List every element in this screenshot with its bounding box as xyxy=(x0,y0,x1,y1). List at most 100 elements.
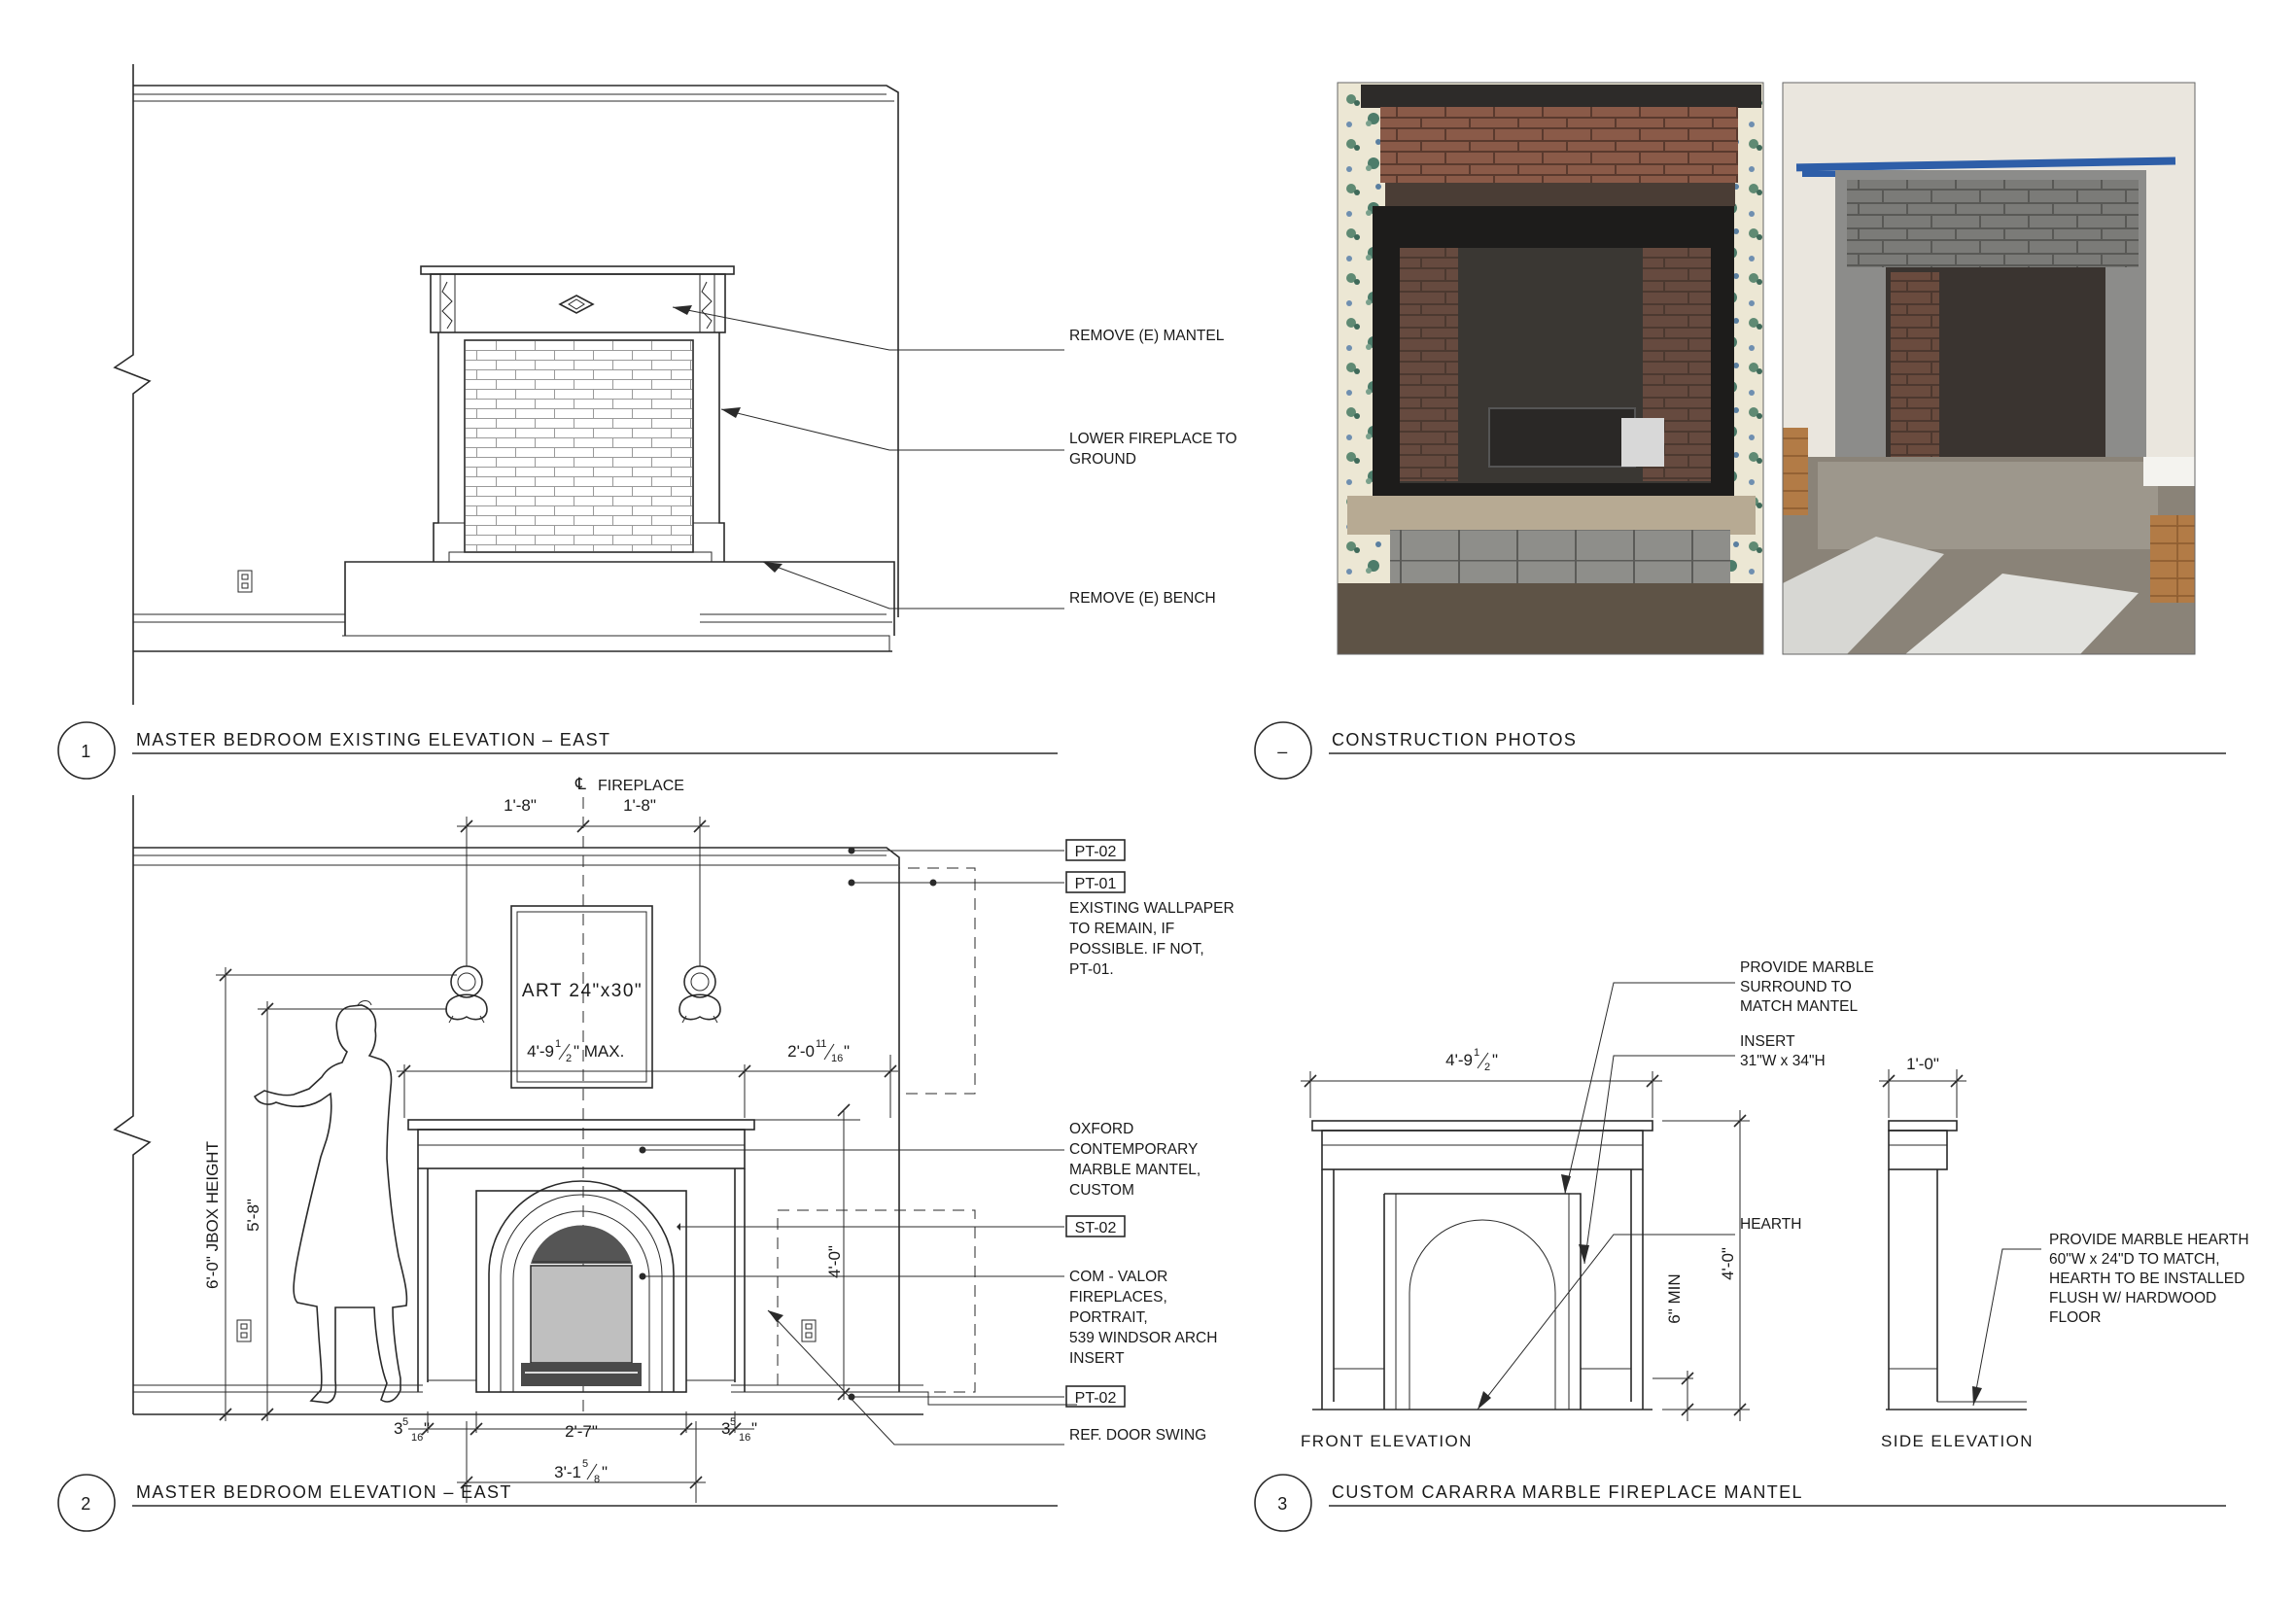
dim-left-reveal-a: 3 xyxy=(394,1419,402,1438)
note-door-swing: REF. DOOR SWING xyxy=(1069,1427,1206,1444)
finish-tag xyxy=(1065,1215,1126,1237)
dim-right-reveal-a: 3 xyxy=(721,1419,730,1438)
note-insert: 539 WINDSOR ARCH xyxy=(1069,1330,1217,1346)
drawing-title: MASTER BEDROOM ELEVATION – EAST xyxy=(136,1482,512,1502)
dim-art-max-a: 4'-9 xyxy=(527,1042,554,1061)
note-wallpaper: EXISTING WALLPAPER xyxy=(1069,900,1235,917)
outlet-right xyxy=(801,1319,817,1342)
drawing-title-photos: – CONSTRUCTION PHOTOS xyxy=(1254,721,2226,780)
drawing-number: 3 xyxy=(1277,1494,1288,1514)
dim-to-wall-b: " xyxy=(844,1042,850,1061)
dim-sconce-right-offset: 1'-8" xyxy=(623,796,656,815)
drawing-number-circle xyxy=(1254,1474,1312,1532)
note-surround: SURROUND TO xyxy=(1740,979,1852,995)
front-elevation-label: FRONT ELEVATION xyxy=(1301,1432,1473,1450)
drawing-title: MASTER BEDROOM EXISTING ELEVATION – EAST xyxy=(136,730,610,749)
dim-sconce-height: 5'-8" xyxy=(244,1199,262,1232)
dim-to-wall-a: 2'-0 xyxy=(787,1042,815,1061)
dim-mantel-height: 4'-0" xyxy=(825,1245,844,1278)
dim-to-wall-frac: 11 xyxy=(816,1038,826,1050)
note-hearth-spec: HEARTH TO BE INSTALLED xyxy=(2049,1271,2244,1287)
art-frame xyxy=(510,905,653,1089)
existing-elevation-drawing xyxy=(113,64,1064,705)
note-mantel: CONTEMPORARY xyxy=(1069,1141,1198,1158)
note-mantel: CUSTOM xyxy=(1069,1182,1134,1199)
note-insert: FIREPLACES, xyxy=(1069,1289,1167,1306)
note-hearth-spec: 60"W x 24"D TO MATCH, xyxy=(2049,1251,2220,1268)
wall-sconce-right xyxy=(678,965,721,1024)
note-hearth-spec: FLUSH W/ HARDWOOD xyxy=(2049,1290,2216,1306)
dim-hearth-min: 6" MIN xyxy=(1665,1273,1684,1323)
proposed-elevation-drawing: ℄ FIREPLACE xyxy=(113,775,1077,1503)
note-insert: COM - VALOR xyxy=(1069,1269,1167,1285)
custom-mantel-dimensions: 4'-9 1 2 " 1'-0" xyxy=(1445,1047,1939,1073)
dim-opening-width: 2'-7" xyxy=(565,1422,598,1441)
art-size-label: ART 24"x30" xyxy=(522,981,643,1001)
finish-tag xyxy=(1065,1385,1126,1408)
construction-photo-1 xyxy=(1337,82,1764,655)
mantel-shelf xyxy=(407,1119,755,1131)
note-insert: PORTRAIT, xyxy=(1069,1309,1148,1326)
note-insert: INSERT xyxy=(1069,1350,1125,1367)
dim-to-wall-frac: 16 xyxy=(831,1053,843,1064)
drawing-title: CONSTRUCTION PHOTOS xyxy=(1332,730,1577,749)
drawing-number-circle xyxy=(57,721,116,780)
human-figure xyxy=(253,1004,408,1404)
dim-jbox-height: 6'-0" JBOX HEIGHT xyxy=(203,1141,222,1289)
finish-tag-label: PT-01 xyxy=(1075,876,1117,892)
finish-tag-label: PT-02 xyxy=(1075,844,1117,860)
note-insert-size: 31"W x 34"H xyxy=(1740,1053,1826,1069)
dim-right-reveal-b: " xyxy=(751,1419,757,1438)
dim-art-max-frac: 2 xyxy=(566,1053,572,1064)
note-hearth-spec: FLOOR xyxy=(2049,1309,2101,1326)
dim-art-max-b: " MAX. xyxy=(574,1042,624,1061)
dim-mantel-depth: 1'-0" xyxy=(1906,1055,1939,1073)
mantel-front-elevation: 4'-0" 6" MIN xyxy=(1301,982,1750,1421)
finish-tag xyxy=(1065,839,1126,861)
dim-mantel-width-b: " xyxy=(1492,1051,1498,1069)
drawing-number-circle xyxy=(1254,721,1312,780)
dim-mantel-width-frac: 1 xyxy=(1474,1047,1479,1059)
mantel-side-elevation xyxy=(1879,1069,2041,1410)
drawing-title-3: 3 CUSTOM CARARRA MARBLE FIREPLACE MANTEL xyxy=(1254,1474,2226,1532)
dim-overall-a: 3'-1 xyxy=(554,1463,581,1481)
dim-overall-b: " xyxy=(602,1463,608,1481)
finish-tag xyxy=(1065,871,1126,893)
custom-mantel-notes: PROVIDE MARBLE SURROUND TO MATCH MANTEL … xyxy=(1301,959,2249,1450)
drawing-title-2: 2 MASTER BEDROOM ELEVATION – EAST xyxy=(57,1474,1058,1532)
drawing-number: 2 xyxy=(81,1494,91,1514)
fireplace-insert xyxy=(488,1180,675,1392)
centerline-label: FIREPLACE xyxy=(598,778,684,794)
proposed-elevation-dimensions: 1'-8" 1'-8" ART 24"x30" 4'-9 1 2 " MAX. … xyxy=(394,796,850,1485)
dim-overall-frac: 5 xyxy=(582,1458,588,1470)
centerline-symbol: ℄ xyxy=(574,775,586,793)
note-surround: PROVIDE MARBLE xyxy=(1740,959,1874,976)
outlet-left xyxy=(236,1319,252,1342)
drawing-number: 1 xyxy=(81,742,91,761)
note-lower-fireplace: LOWER FIREPLACE TO xyxy=(1069,431,1237,447)
drawing-title: CUSTOM CARARRA MARBLE FIREPLACE MANTEL xyxy=(1332,1482,1803,1502)
note-surround: MATCH MANTEL xyxy=(1740,998,1859,1015)
dim-left-reveal-frac: 16 xyxy=(411,1432,423,1444)
dim-right-reveal-frac: 5 xyxy=(730,1416,736,1428)
note-remove-mantel: REMOVE (E) MANTEL xyxy=(1069,328,1225,344)
dim-mantel-width-frac: 2 xyxy=(1484,1062,1490,1073)
note-lower-fireplace: GROUND xyxy=(1069,451,1136,468)
note-hearth: HEARTH xyxy=(1740,1216,1801,1233)
drawing-title-1: 1 MASTER BEDROOM EXISTING ELEVATION – EA… xyxy=(57,721,1058,780)
proposed-elevation-notes: EXISTING WALLPAPER TO REMAIN, IF POSSIBL… xyxy=(1069,900,1235,1444)
dim-overall-frac: 8 xyxy=(594,1474,600,1485)
construction-photo-2 xyxy=(1782,82,2196,655)
note-remove-bench: REMOVE (E) BENCH xyxy=(1069,590,1216,607)
dim-left-reveal-b: " xyxy=(424,1419,430,1438)
note-mantel: OXFORD xyxy=(1069,1121,1133,1137)
note-wallpaper: POSSIBLE. IF NOT, xyxy=(1069,941,1204,958)
finish-tags: PT-02 PT-01 ST-02 PT-02 xyxy=(1065,839,1126,1408)
dim-art-max-frac: 1 xyxy=(555,1038,561,1050)
finish-tag-label: ST-02 xyxy=(1075,1220,1117,1236)
drawing-number-circle xyxy=(57,1474,116,1532)
dim-left-reveal-frac: 5 xyxy=(402,1416,408,1428)
note-insert-size: INSERT xyxy=(1740,1033,1795,1050)
drawing-number: – xyxy=(1277,742,1288,761)
